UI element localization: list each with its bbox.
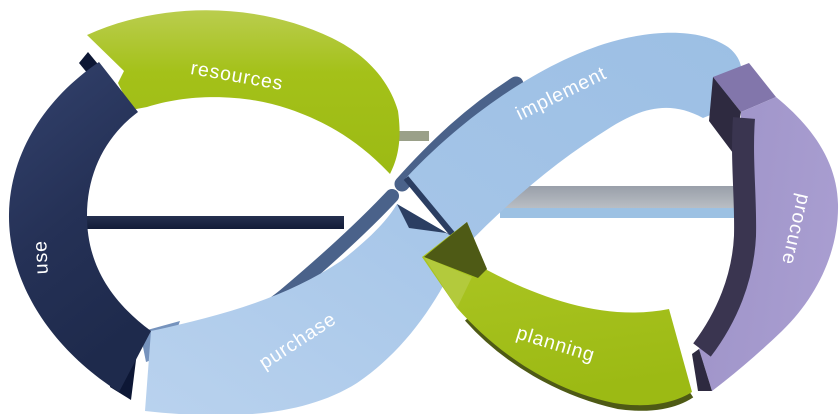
planning-arrow-highlight (424, 257, 472, 308)
implement-ribbon (406, 32, 742, 248)
use-label: use (29, 240, 53, 275)
right-loop-inner-wall-gray-band (500, 186, 738, 208)
planning-segment (422, 222, 694, 411)
purchase-cut-face (397, 204, 464, 243)
procure-arc (699, 97, 839, 391)
planning-arc (422, 222, 692, 406)
procure-segment (692, 63, 839, 391)
left-loop-inner-wall-bar (83, 216, 344, 229)
procure-top-end-face (713, 63, 776, 112)
purchase-ribbon (145, 204, 464, 414)
center-wall-sliver (397, 131, 429, 141)
planning-arrow-shade-face (424, 222, 487, 278)
right-loop-inner-wall-blue-band (500, 208, 738, 218)
procure-bottom-end-face (692, 349, 712, 391)
resources-segment (87, 10, 400, 174)
use-segment (8, 52, 152, 400)
use-arc (8, 62, 152, 392)
resources-arc (87, 10, 400, 174)
procure-inner-shadow (693, 117, 757, 357)
